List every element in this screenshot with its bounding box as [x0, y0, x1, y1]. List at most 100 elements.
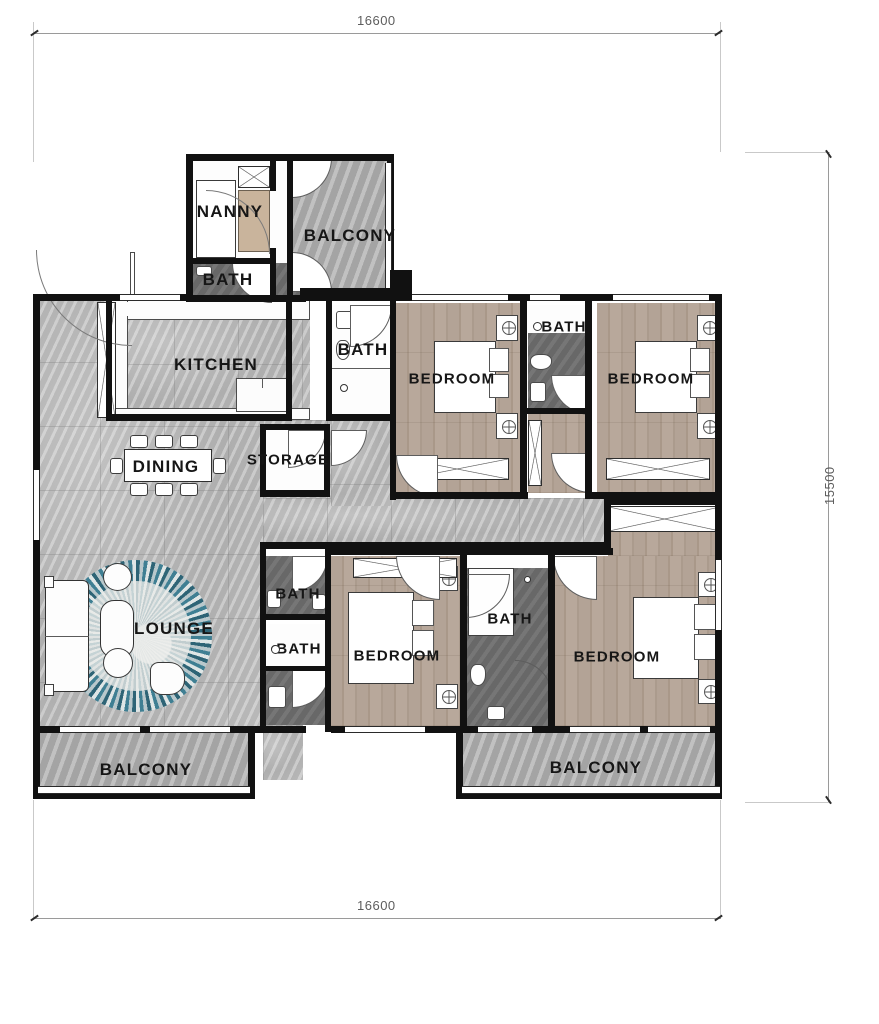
wall-column-top: [390, 270, 412, 296]
wall-left-nanny: [186, 154, 193, 302]
bath-basin: [267, 590, 281, 608]
dimension-label-bottom: 16600: [357, 898, 396, 913]
bedroom-2-wardrobe: [606, 458, 710, 480]
wall-bath-kitchen-right: [390, 296, 396, 420]
slider-bedroom-3: [345, 726, 425, 733]
wall-storage-right: [324, 424, 330, 496]
wall-bath-kitchen-bottom: [326, 414, 396, 421]
wall-bottom-nanny: [186, 295, 306, 302]
dining-chair: [155, 483, 173, 496]
dim-line-right: [828, 152, 829, 802]
wall-bath-lower-right: [548, 548, 555, 732]
room-label-nanny-bath: BATH: [202, 270, 254, 289]
dim-ext-top-left: [33, 22, 34, 162]
room-label-lounge: LOUNGE: [134, 619, 214, 638]
wall-balcony-bl-right: [248, 726, 255, 798]
wall-storage-left: [260, 424, 266, 496]
lounge-sofa-arm: [44, 576, 54, 588]
wall-bath-left-inner: [325, 548, 331, 732]
slider-lounge-2: [150, 726, 230, 733]
bath-wc: [470, 664, 486, 686]
dim-arrow-top-right: [714, 29, 723, 37]
room-label-nanny: NANNY: [196, 202, 264, 221]
wall-top-mid-main: [300, 294, 392, 301]
dining-chair: [180, 483, 198, 496]
slider-bedroom-4: [570, 726, 640, 733]
room-label-balcony-br: BALCONY: [549, 758, 643, 777]
balcony-top-railing: [385, 163, 392, 291]
wall-bath-mid-right: [585, 296, 592, 416]
window-lounge-left: [33, 470, 40, 540]
bed-pillow: [412, 600, 434, 626]
wall-bath-left-outer: [260, 548, 266, 732]
bed: [635, 341, 697, 413]
room-label-bath-kitchen: BATH: [337, 340, 389, 359]
bed-pillow: [694, 604, 716, 630]
wall-storage-bottom: [260, 490, 330, 497]
bed-pillow: [412, 630, 434, 656]
bath-floor-drain: [340, 384, 348, 392]
wall-bath-kitchen-left: [326, 296, 332, 420]
dim-ext-top-right: [720, 22, 721, 152]
room-label-storage: STORAGE: [246, 451, 330, 469]
room-label-bedroom-2: BEDROOM: [607, 370, 695, 388]
wall-left-main: [33, 294, 40, 799]
wall-nanny-bath-div: [193, 258, 271, 264]
window-bedroom-4-right: [715, 560, 722, 630]
wall-kitchen-left: [106, 296, 112, 420]
window-kitchen: [120, 294, 180, 301]
wall-top-left-main: [33, 294, 193, 301]
bath-mid-drain-icon: [533, 322, 542, 331]
wall-bath-mid-bottom: [524, 408, 590, 414]
bath-fixture-dot: [524, 576, 531, 583]
dining-table: [124, 449, 212, 482]
wall-right-main: [715, 294, 722, 799]
window-bedroom-2: [613, 294, 709, 301]
room-label-bath-mid: BATH: [541, 318, 587, 336]
room-label-bath-lo-left: BATH: [276, 640, 322, 658]
dim-ext-right-top: [745, 152, 830, 153]
room-label-balcony-top: BALCONY: [303, 226, 397, 245]
wall-balcony-top-base: [300, 288, 394, 296]
wall-kitchen-bottom: [106, 414, 286, 421]
lamp-icon: [502, 321, 516, 335]
kitchen-upper-cab: [110, 302, 288, 316]
dim-line-top: [33, 33, 721, 34]
wall-lounge-bottom: [33, 726, 261, 733]
kitchen-sink-divider: [262, 378, 263, 388]
dining-chair: [213, 458, 226, 474]
wall-balcony-br-bottom: [456, 792, 722, 799]
bath-basin: [530, 382, 546, 402]
wall-nanny-div-lower: [270, 248, 276, 302]
lounge-ottoman: [103, 648, 133, 678]
wall-bedroom-1-left: [390, 420, 396, 500]
dimension-label-right: 15500: [822, 466, 837, 505]
room-label-dining: DINING: [132, 457, 200, 476]
lounge-sofa-arm: [44, 684, 54, 696]
dining-chair: [130, 483, 148, 496]
wall-bedroom-4-top: [604, 498, 722, 505]
slider-lounge: [60, 726, 140, 733]
dining-chair: [155, 435, 173, 448]
bed-pillow: [489, 348, 509, 372]
room-label-bedroom-1: BEDROOM: [408, 370, 496, 388]
dining-chair: [130, 435, 148, 448]
floor-corridor-lower: [263, 725, 303, 780]
bath-wc: [530, 354, 552, 370]
window-bedroom-1: [412, 294, 508, 301]
balcony-br-railing: [462, 786, 720, 794]
wall-bedroom-3-top: [331, 548, 461, 555]
bath-basin: [487, 706, 505, 720]
bath-basin: [268, 686, 286, 708]
wall-balcony-top-left: [287, 161, 293, 295]
bath-lo-left-drain-icon: [271, 645, 280, 654]
dim-arrow-bottom-right: [714, 914, 723, 922]
nanny-closet: [238, 166, 270, 188]
floor-corridor-main: [263, 498, 608, 546]
wall-bedroom-2-left: [585, 416, 592, 498]
room-label-kitchen: KITCHEN: [174, 355, 258, 374]
wall-storage-top: [260, 424, 330, 430]
wall-bedroom-1-bottom: [390, 492, 528, 499]
wall-balcony-br-left: [456, 726, 463, 798]
